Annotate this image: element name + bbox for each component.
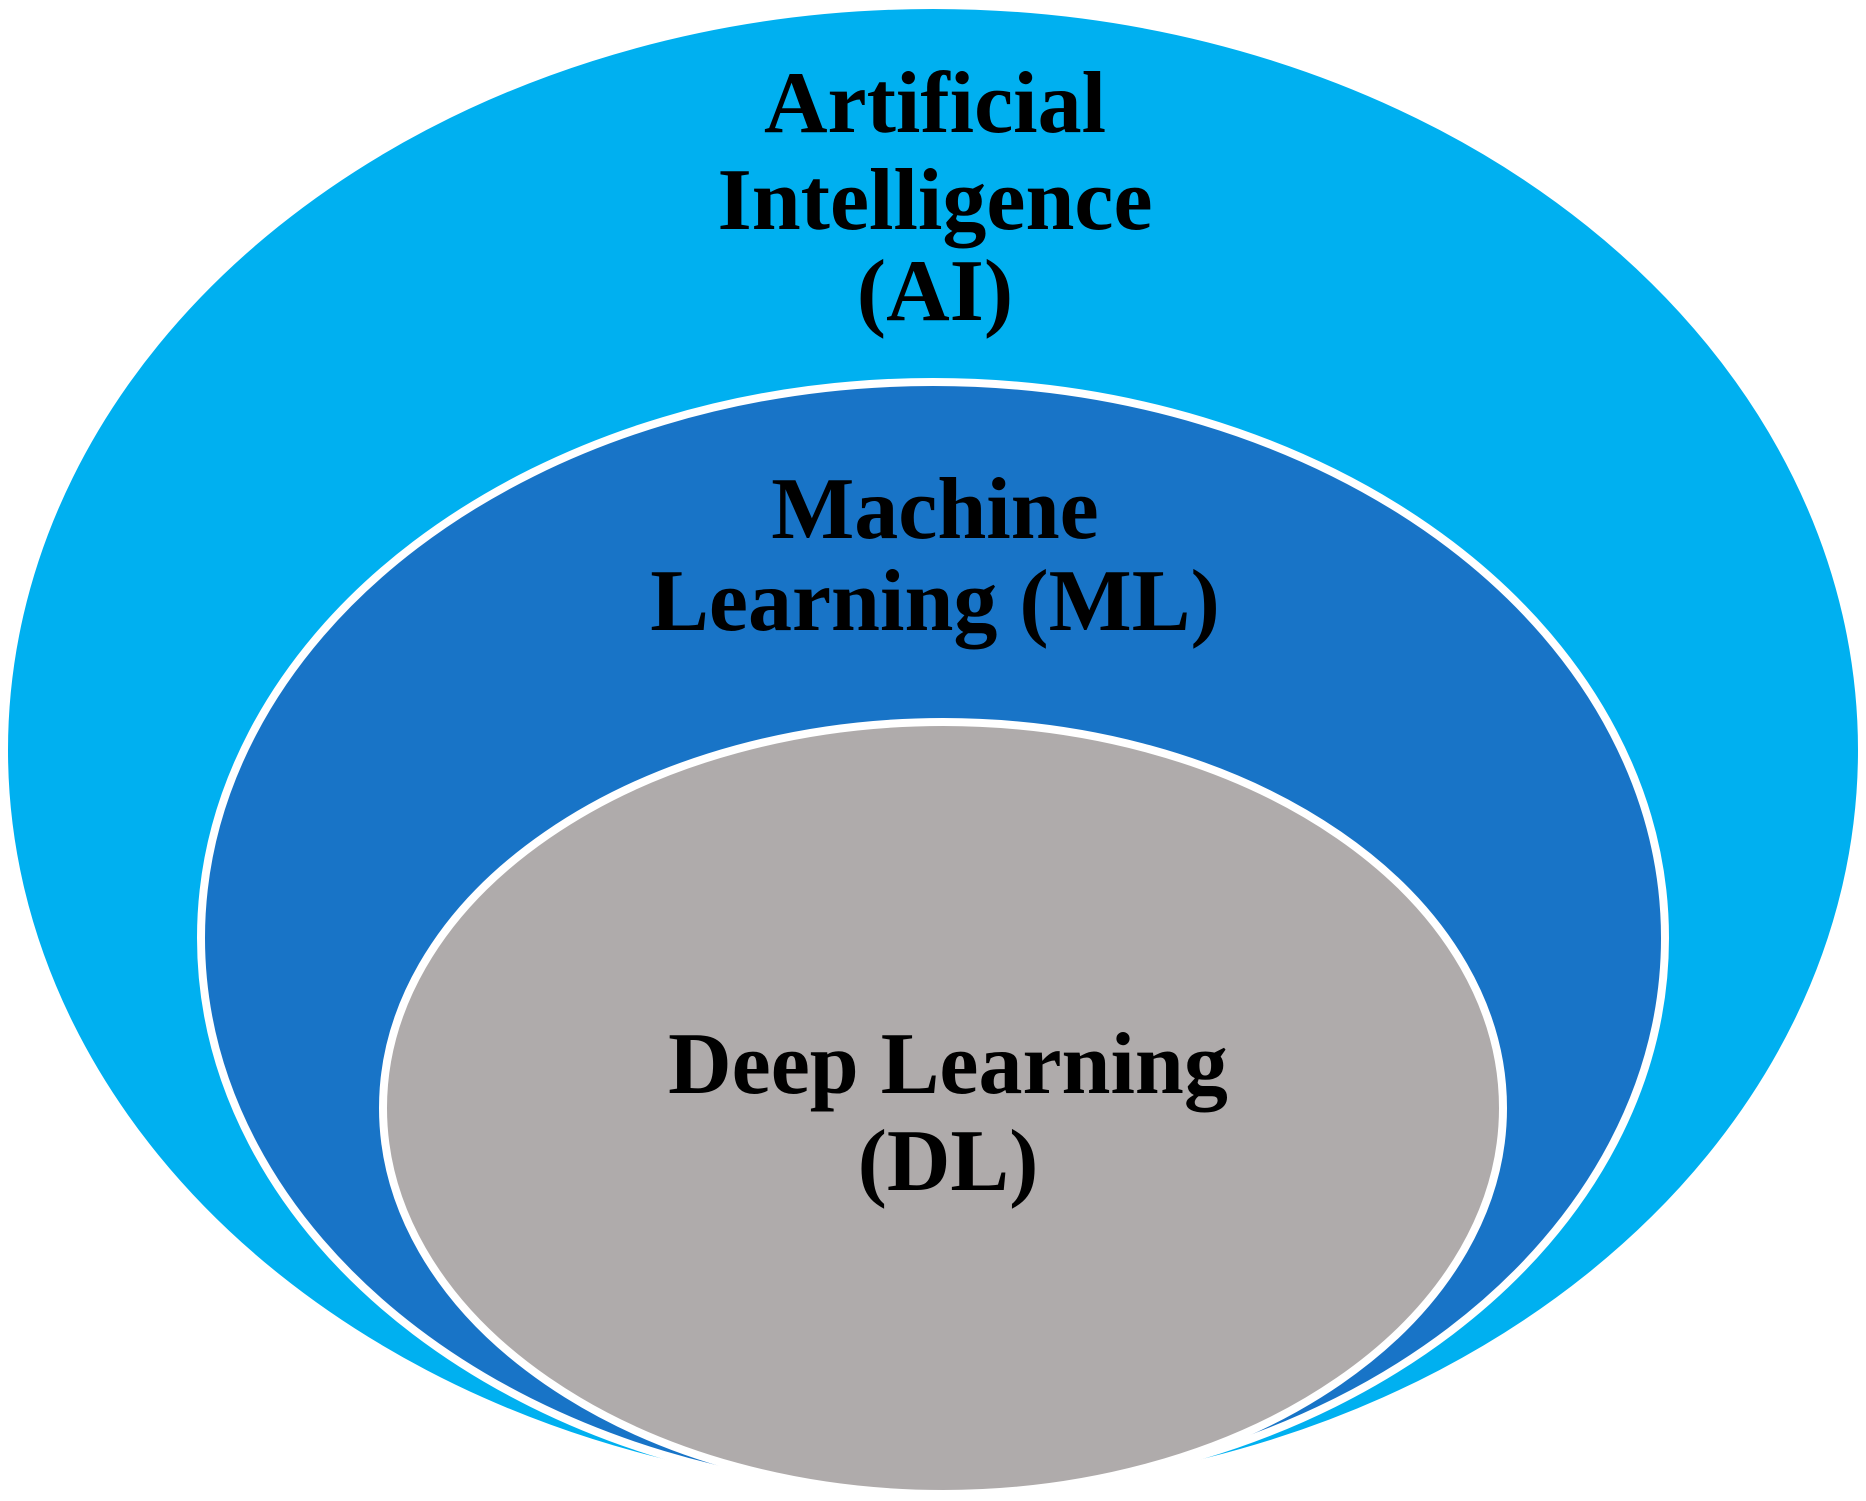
ml-label-line1: Machine <box>771 461 1099 558</box>
ml-label-line2: Learning (ML) <box>650 553 1220 650</box>
ai-label-line2: Intelligence <box>717 152 1152 249</box>
dl-label-line2: (DL) <box>858 1113 1039 1210</box>
ai-label-line1: Artificial <box>764 55 1106 152</box>
ai-label-line3: (AI) <box>857 243 1013 340</box>
dl-label-line1: Deep Learning <box>668 1016 1228 1113</box>
dl-ellipse <box>379 718 1507 1498</box>
